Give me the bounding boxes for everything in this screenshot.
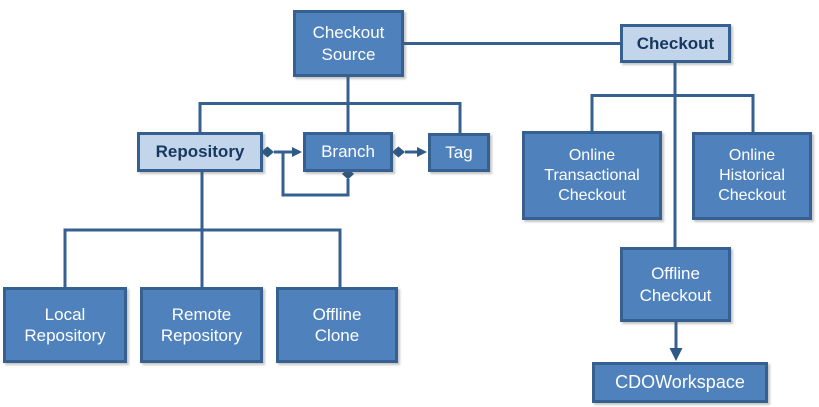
node-online-transactional-checkout: Online Transactional Checkout (522, 131, 662, 220)
node-repository: Repository (137, 132, 263, 172)
node-tag: Tag (428, 133, 490, 172)
node-offline-clone: Offline Clone (276, 287, 398, 363)
node-remote-repository: Remote Repository (140, 287, 263, 363)
node-cdoworkspace: CDOWorkspace (592, 362, 768, 403)
arrowhead-into-cdoworkspace (669, 348, 683, 361)
node-online-historical-checkout: Online Historical Checkout (692, 132, 812, 220)
diamond-branch-right (392, 146, 405, 158)
node-checkout: Checkout (620, 24, 731, 63)
arrowhead-into-tag (417, 147, 427, 157)
node-offline-checkout: Offline Checkout (620, 247, 731, 322)
edge-right-bus (590, 94, 755, 133)
arrowhead-into-branch (292, 147, 302, 157)
node-branch: Branch (303, 132, 393, 172)
node-checkout-source: Checkout Source (293, 10, 404, 77)
edge-branch-self-loop (281, 152, 350, 197)
edge-left-bus (198, 102, 462, 134)
diamond-repository (261, 146, 274, 158)
node-local-repository: Local Repository (3, 287, 127, 363)
